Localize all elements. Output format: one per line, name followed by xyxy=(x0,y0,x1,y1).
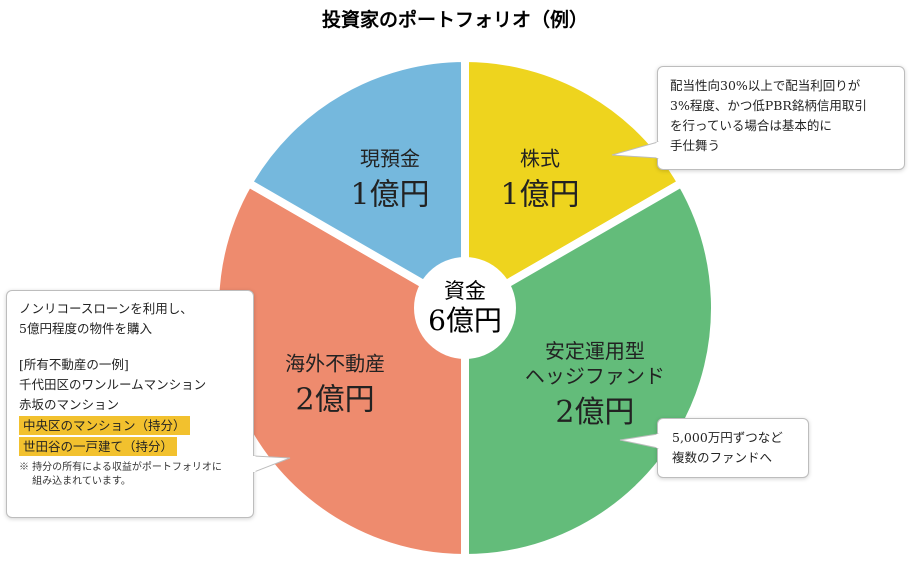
callout-real-estate: ノンリコースローンを利用し、 5億円程度の物件を購入 [所有不動産の一例] 千代… xyxy=(6,290,254,518)
callout-line: ノンリコースローンを利用し、 xyxy=(19,301,193,316)
slice-name-label: 安定運用型 xyxy=(545,339,645,363)
callout-line: 複数のファンドへ xyxy=(672,450,773,465)
callout-line: 配当性向30%以上で配当利回りが xyxy=(670,78,861,93)
center-hole xyxy=(414,257,516,359)
callout-hedge-tail xyxy=(619,433,660,449)
center-total: 6億円 xyxy=(428,304,502,337)
property-list-title: [所有不動産の一例] xyxy=(19,357,129,372)
callout-line: 3%程度、かつ低PBR銘柄信用取引 xyxy=(670,98,867,113)
chart-title: 投資家のポートフォリオ（例） xyxy=(322,8,588,31)
callout-stocks: 配当性向30%以上で配当利回りが 3%程度、かつ低PBR銘柄信用取引 を行ってい… xyxy=(657,66,905,170)
property-item: 千代田区のワンルームマンション xyxy=(19,377,207,392)
slice-value-label: 2億円 xyxy=(555,395,634,430)
callout-line: 手仕舞う xyxy=(670,138,721,153)
slice-name-label: 株式 xyxy=(520,147,560,171)
pie-slice xyxy=(244,54,469,312)
slice-name-label: 現預金 xyxy=(360,147,420,171)
footnote-line: ※ 持分の所有による収益がポートフォリオに xyxy=(19,462,222,473)
property-item: 赤坂のマンション xyxy=(19,397,120,412)
callout-hedge-fund: 5,000万円ずつなど 複数のファンドへ xyxy=(657,418,809,478)
slice-name-label: ヘッジファンド xyxy=(525,364,665,388)
property-item-highlighted: 中央区のマンション（持分） xyxy=(19,416,190,435)
callout-stocks-tail xyxy=(611,141,660,159)
slice-name-label: 海外不動産 xyxy=(285,352,385,376)
property-item-highlighted: 世田谷の一戸建て（持分） xyxy=(19,437,178,456)
callout-line: を行っている場合は基本的に xyxy=(670,118,832,133)
slice-value-label: 1億円 xyxy=(500,178,579,213)
slice-value-label: 1億円 xyxy=(350,178,429,213)
footnote-line: 組み込まれています。 xyxy=(19,476,131,487)
callout-real-estate-tail xyxy=(252,455,291,473)
callout-line: 5,000万円ずつなど xyxy=(672,430,783,445)
center-label: 資金 xyxy=(444,279,486,303)
pie-slices xyxy=(211,54,719,562)
callout-line: 5億円程度の物件を購入 xyxy=(19,321,152,336)
slice-value-label: 2億円 xyxy=(296,383,375,418)
